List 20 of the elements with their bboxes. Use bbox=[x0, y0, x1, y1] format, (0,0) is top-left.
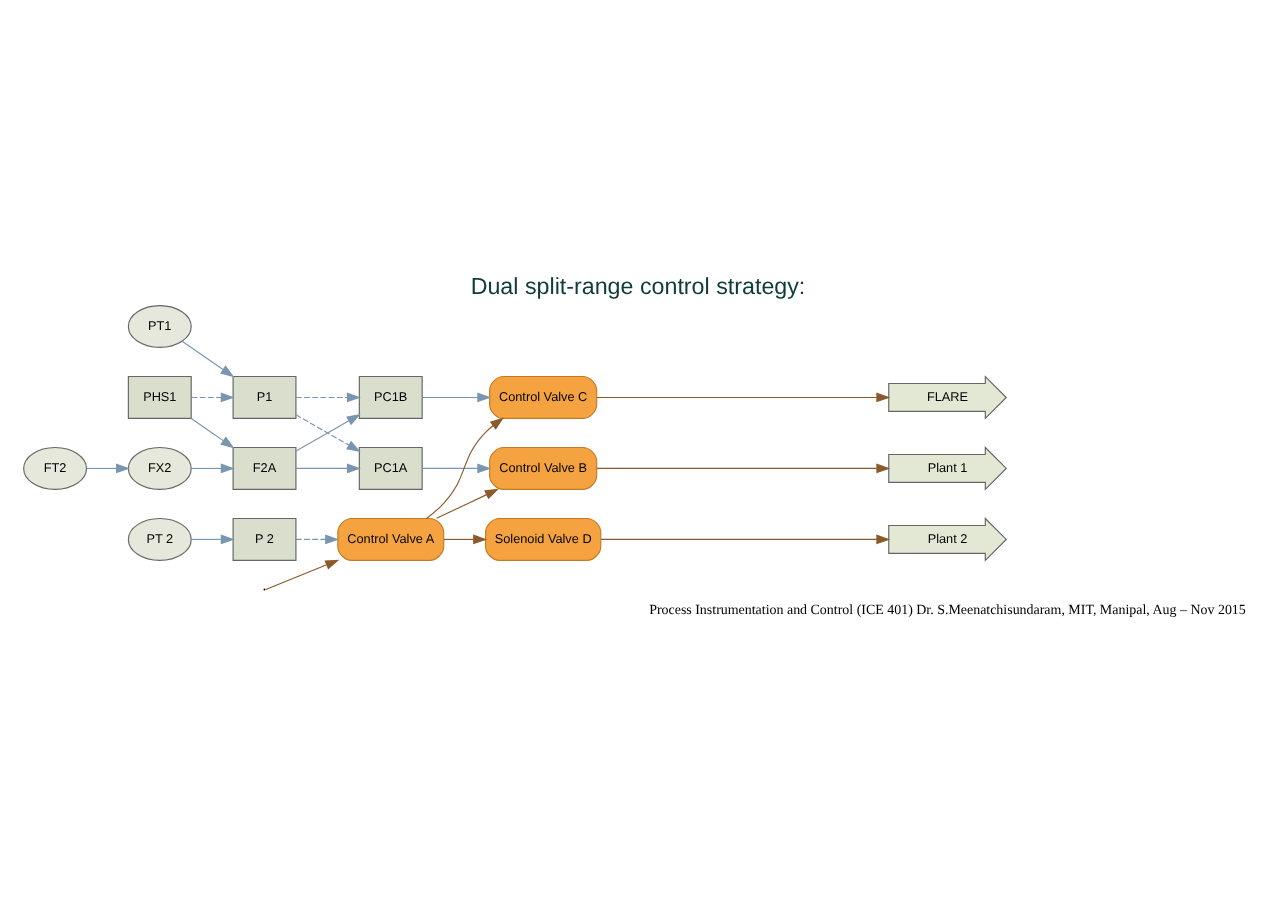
arrow bbox=[295, 463, 361, 474]
arrow bbox=[191, 418, 235, 449]
arrow bbox=[181, 340, 235, 378]
arrow bbox=[295, 392, 361, 403]
arrow bbox=[596, 392, 891, 403]
arrow bbox=[191, 392, 235, 403]
arrow bbox=[443, 534, 488, 545]
arrow bbox=[421, 392, 492, 403]
arrow bbox=[191, 463, 235, 474]
arrow bbox=[425, 417, 504, 520]
arrow bbox=[295, 534, 340, 545]
arrow bbox=[191, 534, 235, 545]
arrow bbox=[435, 488, 499, 519]
arrow bbox=[86, 463, 131, 474]
arrow bbox=[596, 463, 891, 474]
arrow bbox=[600, 534, 891, 545]
diagram-title: Dual split-range control strategy: bbox=[470, 273, 806, 300]
arrow bbox=[295, 414, 361, 452]
arrow bbox=[265, 559, 340, 590]
arrow bbox=[421, 463, 492, 474]
